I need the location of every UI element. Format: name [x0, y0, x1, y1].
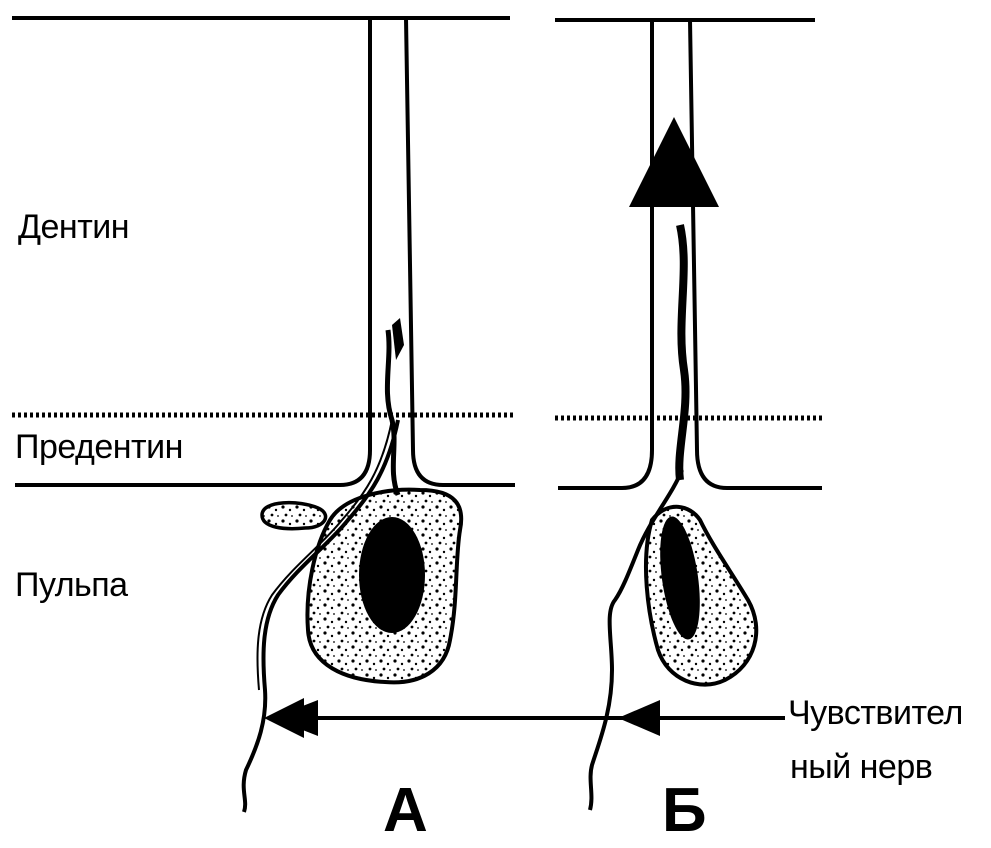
- label-predentin: Предентин: [15, 428, 183, 467]
- panel-a: [12, 18, 515, 812]
- label-dentin: Дентин: [18, 208, 129, 247]
- panel-label-b: Б: [662, 775, 707, 846]
- sensory-nerve-arrowhead-a: [272, 700, 318, 736]
- label-pulp: Пульпа: [15, 566, 128, 605]
- panel-b: [555, 20, 825, 810]
- odontoblast-process-b: [679, 225, 685, 480]
- cell-bleb-a: [262, 503, 326, 529]
- label-sensory-nerve-line1: Чувствител: [788, 694, 963, 733]
- odontoblast-process-tip-a: [392, 318, 404, 360]
- label-sensory-nerve-line2: ный нерв: [790, 748, 932, 787]
- odontoblast-nucleus-a: [359, 517, 425, 633]
- panel-label-a: А: [383, 775, 428, 846]
- sensory-nerve-arrowhead-b: [618, 700, 660, 736]
